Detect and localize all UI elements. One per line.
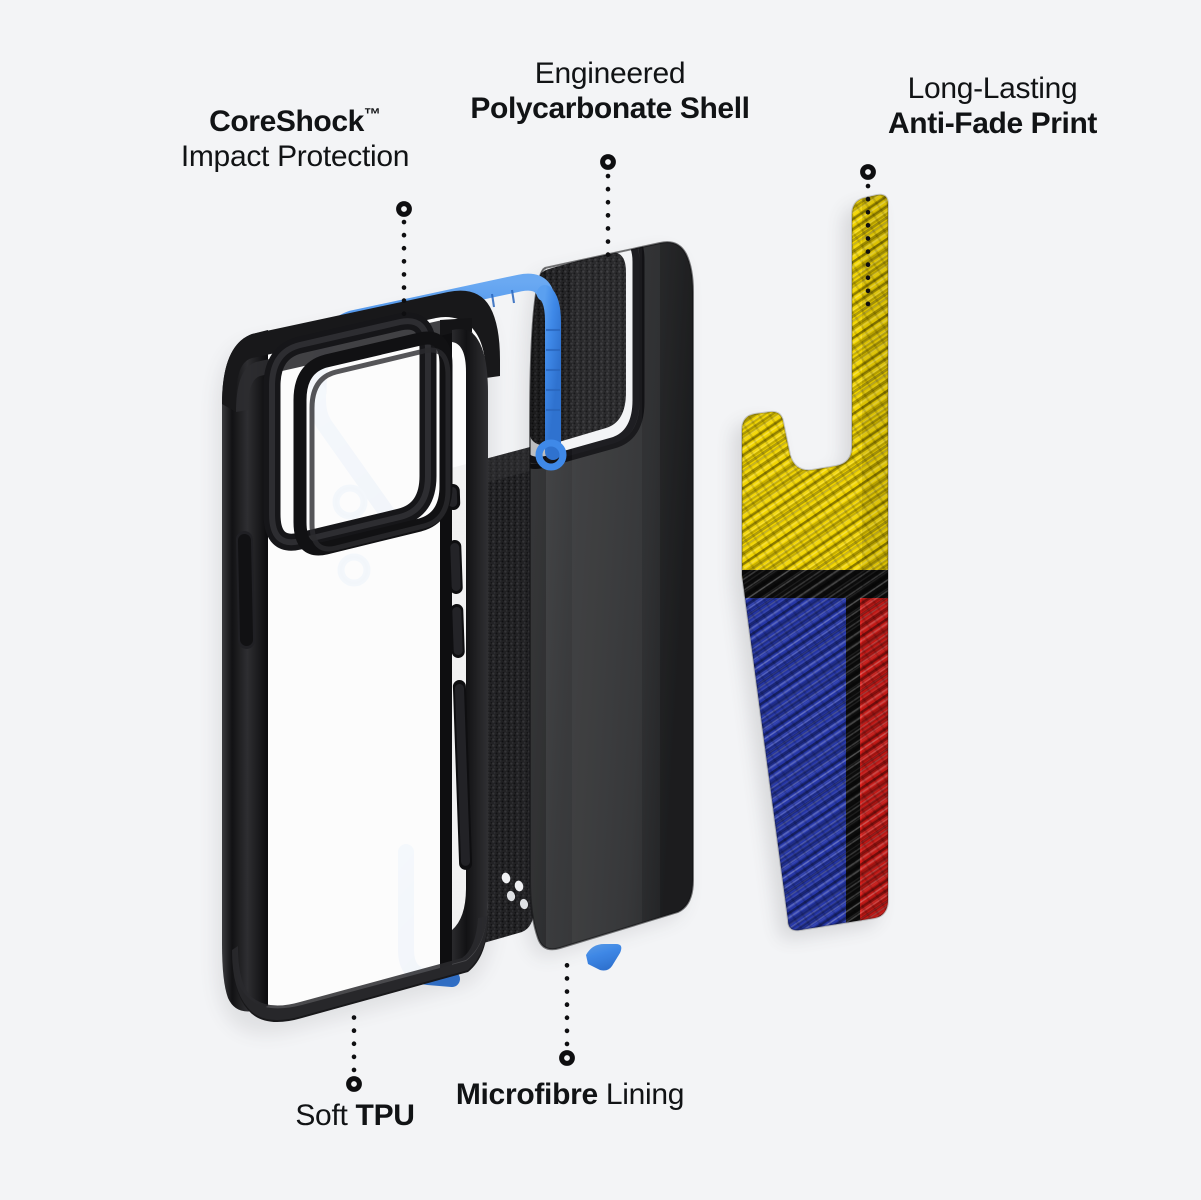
callout-polycarbonate: Engineered Polycarbonate Shell <box>420 57 800 127</box>
callout-soft-tpu-bold: TPU <box>355 1099 415 1132</box>
callout-coreshock-line1: CoreShock™ <box>209 105 381 138</box>
callout-antifade-line1: Long-Lasting <box>907 72 1078 105</box>
callout-soft-tpu: Soft TPU <box>205 1099 505 1134</box>
callout-microfibre-bold: Microfibre <box>455 1078 598 1111</box>
tpu-speaker-grille <box>501 872 529 910</box>
layer-tpu-bumper <box>216 290 529 1035</box>
callout-polycarbonate-line1: Engineered <box>534 57 686 90</box>
callout-coreshock-line2: Impact Protection <box>180 139 410 173</box>
leader-ring-microfibre <box>559 1050 575 1066</box>
callout-antifade-line2: Anti-Fade Print <box>888 106 1097 140</box>
tpu-camera-cutout <box>263 312 453 556</box>
trademark-symbol: ™ <box>363 105 381 124</box>
layer-polycarbonate-shell <box>523 241 694 958</box>
leader-ring-polycarbonate <box>600 154 616 170</box>
callout-microfibre: Microfibre Lining <box>415 1078 725 1113</box>
callout-antifade: Long-Lasting Anti-Fade Print <box>855 72 1130 142</box>
coreshock-tab-bottom <box>586 944 622 971</box>
callout-soft-tpu-regular: Soft <box>295 1099 356 1132</box>
callout-coreshock: CoreShock™ Impact Protection <box>150 105 440 175</box>
leader-ring-coreshock <box>396 201 412 217</box>
leader-ring-soft-tpu <box>346 1076 362 1092</box>
callout-polycarbonate-line2: Polycarbonate Shell <box>470 91 750 125</box>
callout-microfibre-regular: Lining <box>597 1078 685 1111</box>
leader-ring-antifade <box>860 164 876 180</box>
tpu-side-buttons <box>235 484 473 870</box>
